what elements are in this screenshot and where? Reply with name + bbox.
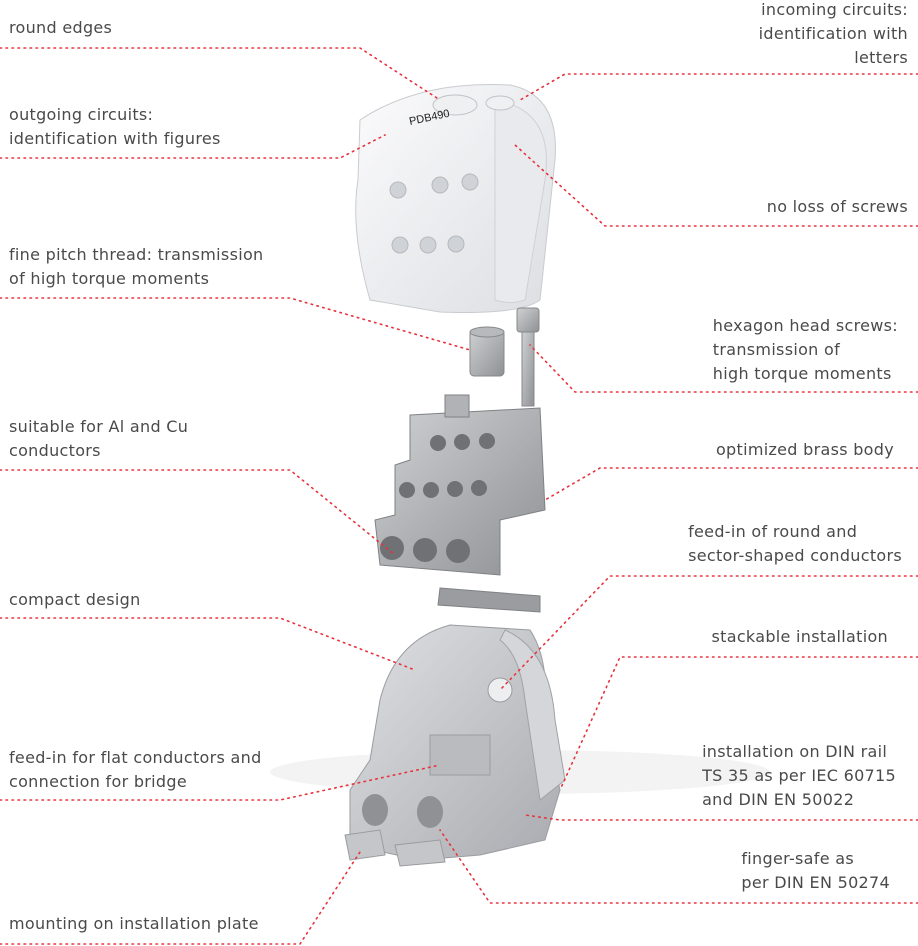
callout-text: letters bbox=[854, 48, 908, 67]
callout-text: sector-shaped conductors bbox=[688, 546, 902, 565]
callout-text: feed-in of round and bbox=[688, 522, 858, 541]
leader-mounting-plate bbox=[0, 851, 361, 945]
callout-text: suitable for Al and Cu bbox=[9, 417, 189, 436]
callout-text: round edges bbox=[9, 18, 113, 37]
callout-incoming-circuits: incoming circuits: identification with l… bbox=[759, 0, 908, 70]
callout-brass-body: optimized brass body bbox=[716, 438, 894, 462]
callout-round-edges: round edges bbox=[9, 16, 112, 40]
callout-text: finger-safe as bbox=[741, 849, 854, 868]
callout-text: TS 35 as per IEC 60715 bbox=[702, 766, 896, 785]
callout-text: conductors bbox=[9, 441, 101, 460]
leader-feed-in-round bbox=[499, 575, 918, 691]
callout-text: outgoing circuits: bbox=[9, 105, 154, 124]
callout-text: feed-in for flat conductors and bbox=[9, 748, 262, 767]
leader-no-loss-screws bbox=[514, 144, 918, 227]
callout-text: mounting on installation plate bbox=[9, 914, 259, 933]
callout-text: of high torque moments bbox=[9, 269, 210, 288]
callout-no-loss-screws: no loss of screws bbox=[767, 195, 908, 219]
callout-feed-in-round: feed-in of round and sector-shaped condu… bbox=[688, 520, 902, 568]
leader-finger-safe bbox=[439, 829, 918, 904]
callout-text: connection for bridge bbox=[9, 772, 187, 791]
leader-brass-body bbox=[544, 467, 918, 501]
callout-suitable-al-cu: suitable for Al and Cu conductors bbox=[9, 415, 188, 463]
callout-text: and DIN EN 50022 bbox=[702, 790, 855, 809]
callout-mounting-plate: mounting on installation plate bbox=[9, 912, 259, 936]
callout-text: optimized brass body bbox=[715, 440, 894, 459]
callout-text: fine pitch thread: transmission bbox=[9, 245, 264, 264]
leader-suitable-al-cu bbox=[0, 469, 396, 556]
leader-round-edges bbox=[0, 47, 441, 101]
callout-text: transmission of bbox=[712, 340, 841, 359]
callout-text: identification with figures bbox=[9, 129, 221, 148]
leader-fine-pitch-thread bbox=[0, 297, 471, 351]
callout-finger-safe: finger-safe as per DIN EN 50274 bbox=[741, 847, 890, 895]
callout-text: stackable installation bbox=[711, 627, 888, 646]
leader-outgoing-circuits bbox=[0, 134, 386, 159]
callout-leaders bbox=[0, 47, 918, 945]
callout-din-rail: installation on DIN rail TS 35 as per IE… bbox=[702, 740, 896, 812]
callout-text: identification with bbox=[758, 24, 908, 43]
callout-text: compact design bbox=[9, 590, 141, 609]
housing-base bbox=[270, 624, 770, 867]
callout-outgoing-circuits: outgoing circuits: identification with f… bbox=[9, 103, 221, 151]
leader-stackable bbox=[559, 656, 918, 791]
callout-text: incoming circuits: bbox=[761, 0, 908, 19]
callout-text: per DIN EN 50274 bbox=[741, 873, 890, 892]
callout-compact-design: compact design bbox=[9, 588, 141, 612]
hexagon-head-screw bbox=[516, 307, 540, 407]
callout-hexagon-screws: hexagon head screws: transmission of hig… bbox=[713, 314, 898, 386]
callout-feed-in-flat: feed-in for flat conductors and connecti… bbox=[9, 746, 262, 794]
callout-fine-pitch-thread: fine pitch thread: transmission of high … bbox=[9, 243, 263, 291]
callout-stackable: stackable installation bbox=[712, 625, 888, 649]
callout-text: no loss of screws bbox=[766, 197, 908, 216]
leader-compact-design bbox=[0, 617, 416, 671]
transparent-cover: PDB490 bbox=[355, 83, 556, 313]
callout-text: installation on DIN rail bbox=[702, 742, 888, 761]
leader-incoming-circuits bbox=[519, 73, 918, 101]
leader-din-rail bbox=[524, 814, 918, 821]
bridge-plate bbox=[437, 587, 541, 613]
brass-body bbox=[374, 394, 546, 576]
callout-text: hexagon head screws: bbox=[712, 316, 898, 335]
leader-hexagon-screws bbox=[529, 344, 918, 393]
callout-text: high torque moments bbox=[712, 364, 892, 383]
threaded-insert bbox=[469, 326, 505, 377]
